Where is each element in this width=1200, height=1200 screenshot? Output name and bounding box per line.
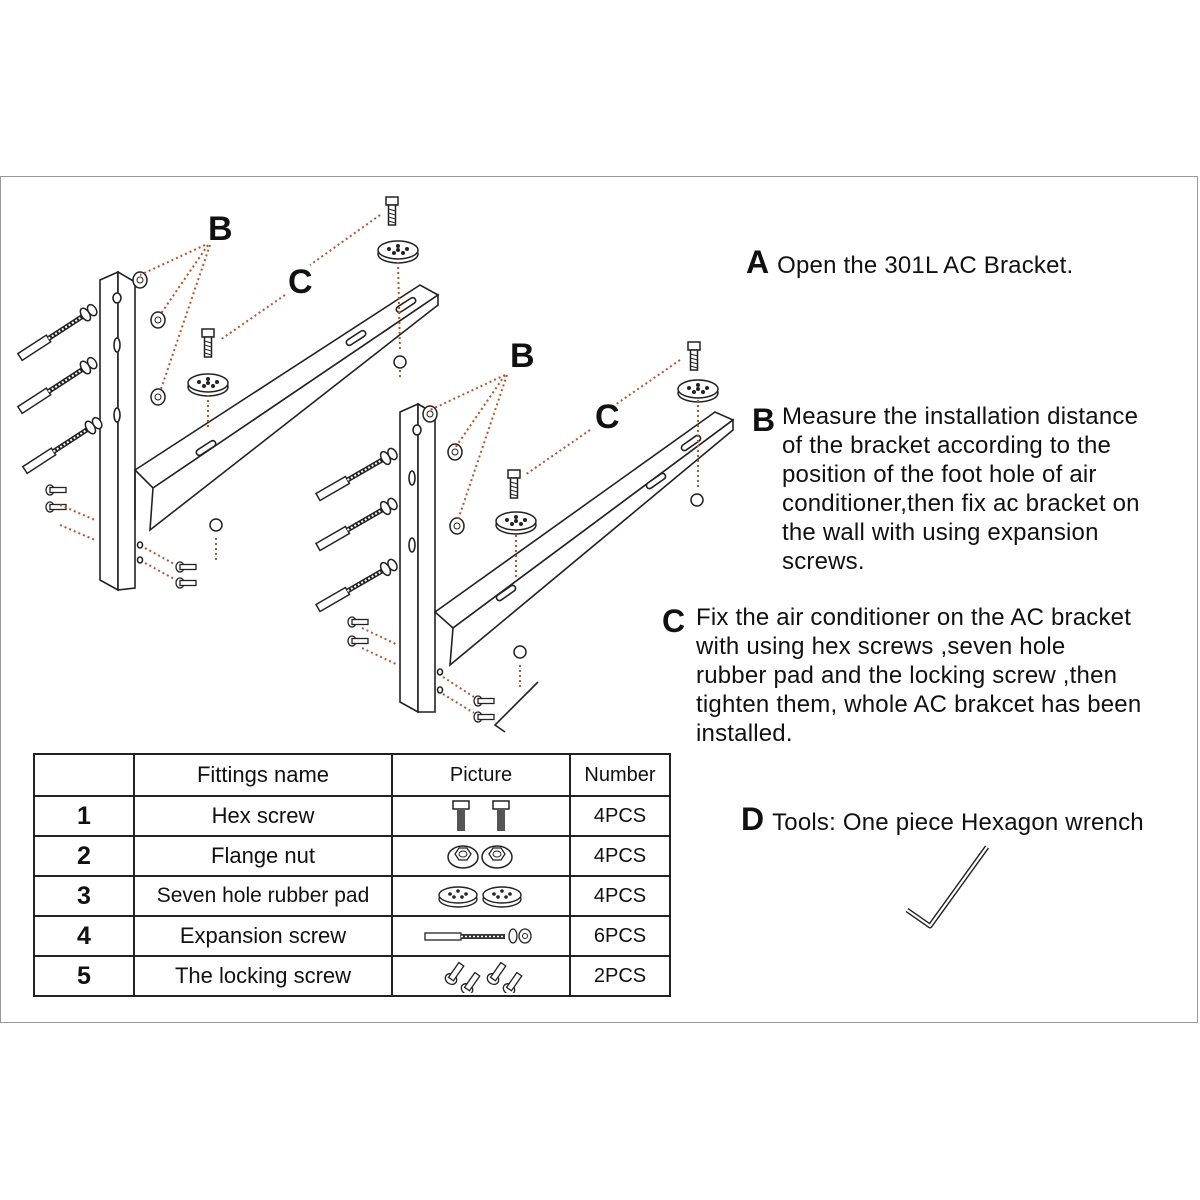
callout-c-right: C <box>595 398 620 436</box>
diagram-frame <box>0 176 1198 1023</box>
callout-b-left: B <box>208 210 233 248</box>
fittings-table: Fittings name Picture Number 1 Hex screw… <box>33 753 671 997</box>
callout-c-left: C <box>288 263 313 301</box>
step-letter: A <box>746 244 770 280</box>
fitting-quantity: 4PCS <box>569 835 671 877</box>
step-line: position of the foot hole of air <box>782 461 1097 488</box>
table-row: 4 Expansion screw 6PCS <box>33 915 671 957</box>
step-text: Tools: One piece Hexagon wrench <box>772 809 1144 836</box>
step-line: conditioner,then fix ac bracket on <box>782 490 1140 517</box>
expansion-screw-icon <box>424 928 532 944</box>
header-index <box>33 753 135 797</box>
step-line: Fix the air conditioner on the AC bracke… <box>696 604 1132 631</box>
step-letter: C <box>662 603 686 639</box>
table-row: 5 The locking screw 2PCS <box>33 955 671 997</box>
step-line: installed. <box>696 720 793 747</box>
header-picture: Picture <box>391 753 571 797</box>
step-line: the wall with using expansion <box>782 519 1099 546</box>
callout-b-right: B <box>510 337 535 375</box>
row-number: 2 <box>33 835 135 877</box>
step-line: screws. <box>782 548 865 575</box>
step-a: A Open the 301L AC Bracket. <box>746 244 1073 281</box>
step-d: D Tools: One piece Hexagon wrench <box>741 801 1144 838</box>
locking-screw-icon <box>444 961 523 993</box>
step-line: Measure the installation distance <box>782 403 1139 430</box>
row-number: 5 <box>33 955 135 997</box>
fitting-name: The locking screw <box>133 955 393 997</box>
fitting-quantity: 2PCS <box>569 955 671 997</box>
step-line: tighten them, whole AC brakcet has been <box>696 691 1142 718</box>
table-row: 3 Seven hole rubber pad 4PCS <box>33 875 671 917</box>
step-text: Open the 301L AC Bracket. <box>777 252 1074 279</box>
step-line: with using hex screws ,seven hole <box>696 633 1066 660</box>
rubber-pad-icon <box>438 886 522 908</box>
guide-lines <box>59 214 699 714</box>
fitting-quantity: 4PCS <box>569 875 671 917</box>
header-fittings-name: Fittings name <box>133 753 393 797</box>
step-letter: B <box>752 402 776 438</box>
row-number: 4 <box>33 915 135 957</box>
fitting-name: Hex screw <box>133 795 393 837</box>
step-line: of the bracket according to the <box>782 432 1112 459</box>
step-b: B Measure the installation distance of t… <box>752 402 1197 576</box>
hex-screw-icon <box>452 800 510 831</box>
table-row: 1 Hex screw 4PCS <box>33 795 671 837</box>
left-bracket <box>99 270 440 592</box>
step-line: rubber pad and the locking screw ,then <box>696 662 1118 689</box>
header-number: Number <box>569 753 671 797</box>
row-number: 1 <box>33 795 135 837</box>
step-c: C Fix the air conditioner on the AC brac… <box>662 603 1198 748</box>
hexagon-wrench-icon <box>905 845 990 929</box>
right-bracket <box>399 402 735 733</box>
fitting-quantity: 4PCS <box>569 795 671 837</box>
fitting-name: Flange nut <box>133 835 393 877</box>
table-row: 2 Flange nut 4PCS <box>33 835 671 877</box>
fitting-name: Expansion screw <box>133 915 393 957</box>
step-letter: D <box>741 801 765 837</box>
row-number: 3 <box>33 875 135 917</box>
fitting-quantity: 6PCS <box>569 915 671 957</box>
fitting-name: Seven hole rubber pad <box>133 875 393 917</box>
table-header-row: Fittings name Picture Number <box>33 753 671 797</box>
flange-nut-icon <box>447 845 513 869</box>
